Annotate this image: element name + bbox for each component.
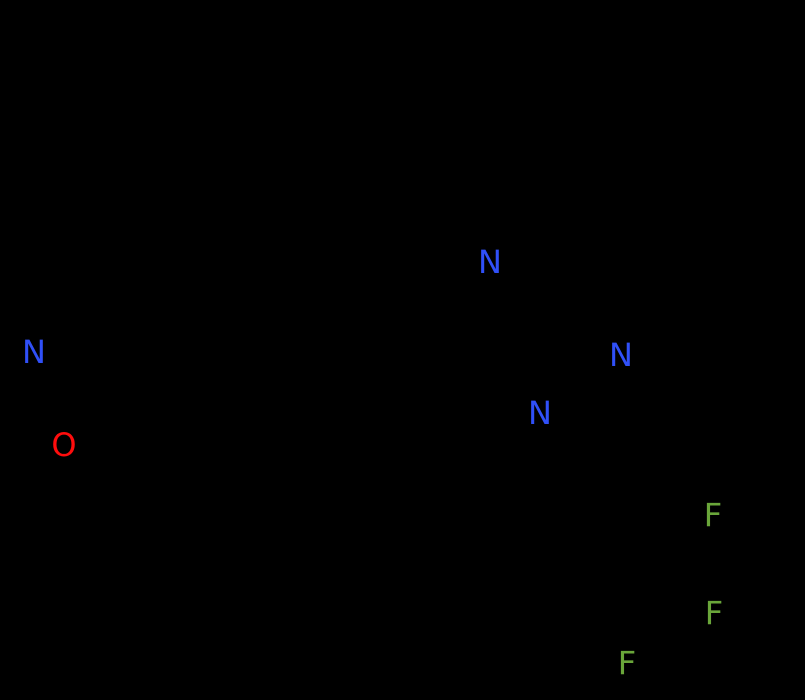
atom-label-f: F xyxy=(704,594,724,632)
atom-label-f: F xyxy=(703,496,723,534)
atom-label-n: N xyxy=(22,333,46,371)
atom-label-o: O xyxy=(51,426,77,464)
atom-label-n: N xyxy=(609,336,633,374)
atom-label-n: N xyxy=(478,243,502,281)
atom-label-f: F xyxy=(617,644,637,682)
atom-label-n: N xyxy=(528,394,552,432)
